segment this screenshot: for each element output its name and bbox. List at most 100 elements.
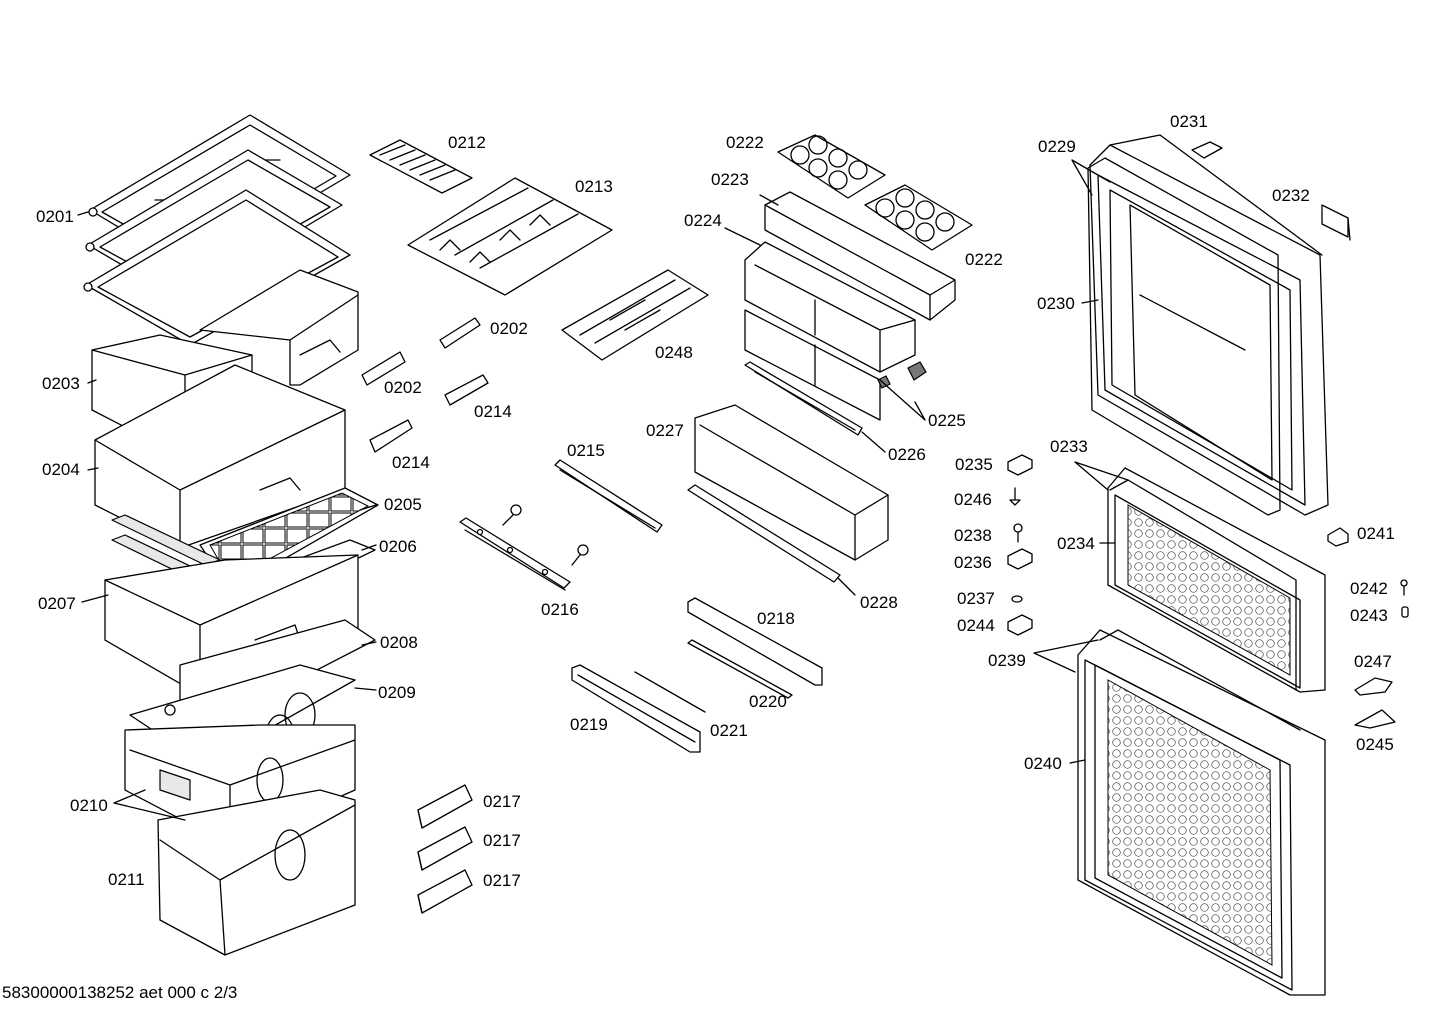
- label-0240: 0240: [1024, 754, 1062, 773]
- label-0232: 0232: [1272, 186, 1310, 205]
- label-0236: 0236: [954, 553, 992, 572]
- leader-lines-middle: [724, 194, 926, 596]
- egg-tray-0248: [561, 269, 709, 361]
- label-0219: 0219: [570, 715, 608, 734]
- rail-0220: [687, 639, 793, 699]
- footer-doc-code: 58300000138252 aet 000 c 2/3: [2, 983, 237, 1002]
- label-0220: 0220: [749, 692, 787, 711]
- strip-0228: [687, 484, 841, 583]
- label-0231: 0231: [1170, 112, 1208, 131]
- label-0205: 0205: [384, 495, 422, 514]
- egg-tray-0222-upper: [777, 134, 886, 199]
- label-0215: 0215: [567, 441, 605, 460]
- label-0223: 0223: [711, 170, 749, 189]
- hinge-0217-1: [417, 784, 473, 829]
- label-0228: 0228: [860, 593, 898, 612]
- label-0222-upper: 0222: [726, 133, 764, 152]
- label-0213: 0213: [575, 177, 613, 196]
- cover-0231: [1191, 141, 1223, 159]
- label-0206: 0206: [379, 537, 417, 556]
- hinge-0217-2: [417, 826, 473, 871]
- label-0222-lower: 0222: [965, 250, 1003, 269]
- screw-lower: [571, 544, 589, 566]
- label-0221: 0221: [710, 721, 748, 740]
- label-0207: 0207: [38, 594, 76, 613]
- part-0242: [1400, 579, 1408, 596]
- part-0237: [1011, 595, 1023, 603]
- bottom-door-0240: [1077, 629, 1326, 996]
- label-0233: 0233: [1050, 437, 1088, 456]
- part-0245: [1354, 709, 1396, 729]
- glass-shelf-lower: [83, 189, 351, 346]
- label-0241: 0241: [1357, 524, 1395, 543]
- label-0230: 0230: [1037, 294, 1075, 313]
- hinge-0217-3: [417, 869, 473, 914]
- rail-0219: [571, 664, 701, 753]
- drawer-0211: [157, 789, 356, 956]
- label-0202-lower: 0202: [384, 378, 422, 397]
- screw-upper: [502, 504, 522, 526]
- label-0227: 0227: [646, 421, 684, 440]
- label-0243: 0243: [1350, 606, 1388, 625]
- part-0236: [1007, 548, 1033, 570]
- label-0226: 0226: [888, 445, 926, 464]
- label-0245: 0245: [1356, 735, 1394, 754]
- label-0202-upper: 0202: [490, 319, 528, 338]
- label-0216: 0216: [541, 600, 579, 619]
- gasket-0229: [1087, 157, 1281, 516]
- label-0217-3: 0217: [483, 871, 521, 890]
- label-0224: 0224: [684, 211, 722, 230]
- strip-0226: [744, 361, 863, 436]
- label-0208: 0208: [380, 633, 418, 652]
- label-0210: 0210: [70, 796, 108, 815]
- rail-0215: [554, 459, 663, 533]
- label-0204: 0204: [42, 460, 80, 479]
- middle-door-0234: [1107, 467, 1326, 693]
- label-0229: 0229: [1038, 137, 1076, 156]
- clip-0202-lower: [361, 351, 406, 386]
- bin-0223: [764, 191, 956, 321]
- part-0243: [1401, 606, 1409, 618]
- part-0246: [1009, 487, 1021, 506]
- label-0232: [1321, 204, 1351, 241]
- label-0238: 0238: [954, 526, 992, 545]
- label-0209: 0209: [378, 683, 416, 702]
- part-0244: [1007, 614, 1033, 636]
- rail-0218: [687, 597, 823, 686]
- crisper-box-right: [199, 269, 359, 386]
- label-0211: 0211: [108, 870, 145, 889]
- ice-tray-0212: [369, 139, 473, 194]
- part-labels: 0201 0212 0213 0202 0202 0203 0214 0214 …: [36, 112, 1395, 890]
- label-0244: 0244: [957, 616, 995, 635]
- clip-0202-upper: [439, 317, 481, 349]
- label-0234: 0234: [1057, 534, 1095, 553]
- label-0214-lower: 0214: [392, 453, 430, 472]
- label-0217-1: 0217: [483, 792, 521, 811]
- part-0235: [1007, 454, 1033, 476]
- label-0235: 0235: [955, 455, 993, 474]
- label-0225: 0225: [928, 411, 966, 430]
- clip-0214-upper: [444, 374, 489, 406]
- label-0237: 0237: [957, 589, 995, 608]
- label-0201: 0201: [36, 207, 74, 226]
- bin-0227: [694, 404, 889, 561]
- label-0246: 0246: [954, 490, 992, 509]
- rack-0213: [407, 177, 613, 296]
- label-0217-2: 0217: [483, 831, 521, 850]
- gasket-0239: [1099, 629, 1301, 731]
- gasket-0233: [1109, 479, 1297, 691]
- clip-0214-lower: [369, 419, 413, 453]
- leader-lines-right: [1033, 159, 1129, 764]
- label-0212: 0212: [448, 133, 486, 152]
- bin-0224-lower: [744, 309, 881, 421]
- bin-0224: [744, 241, 916, 373]
- rod-0221: [634, 671, 706, 713]
- label-0242: 0242: [1350, 579, 1388, 598]
- label-0203: 0203: [42, 374, 80, 393]
- rail-0216: [459, 517, 571, 591]
- top-door-0230: [1089, 134, 1329, 516]
- label-0239: 0239: [988, 651, 1026, 670]
- label-0247: 0247: [1354, 652, 1392, 671]
- clips-0225: [877, 361, 927, 389]
